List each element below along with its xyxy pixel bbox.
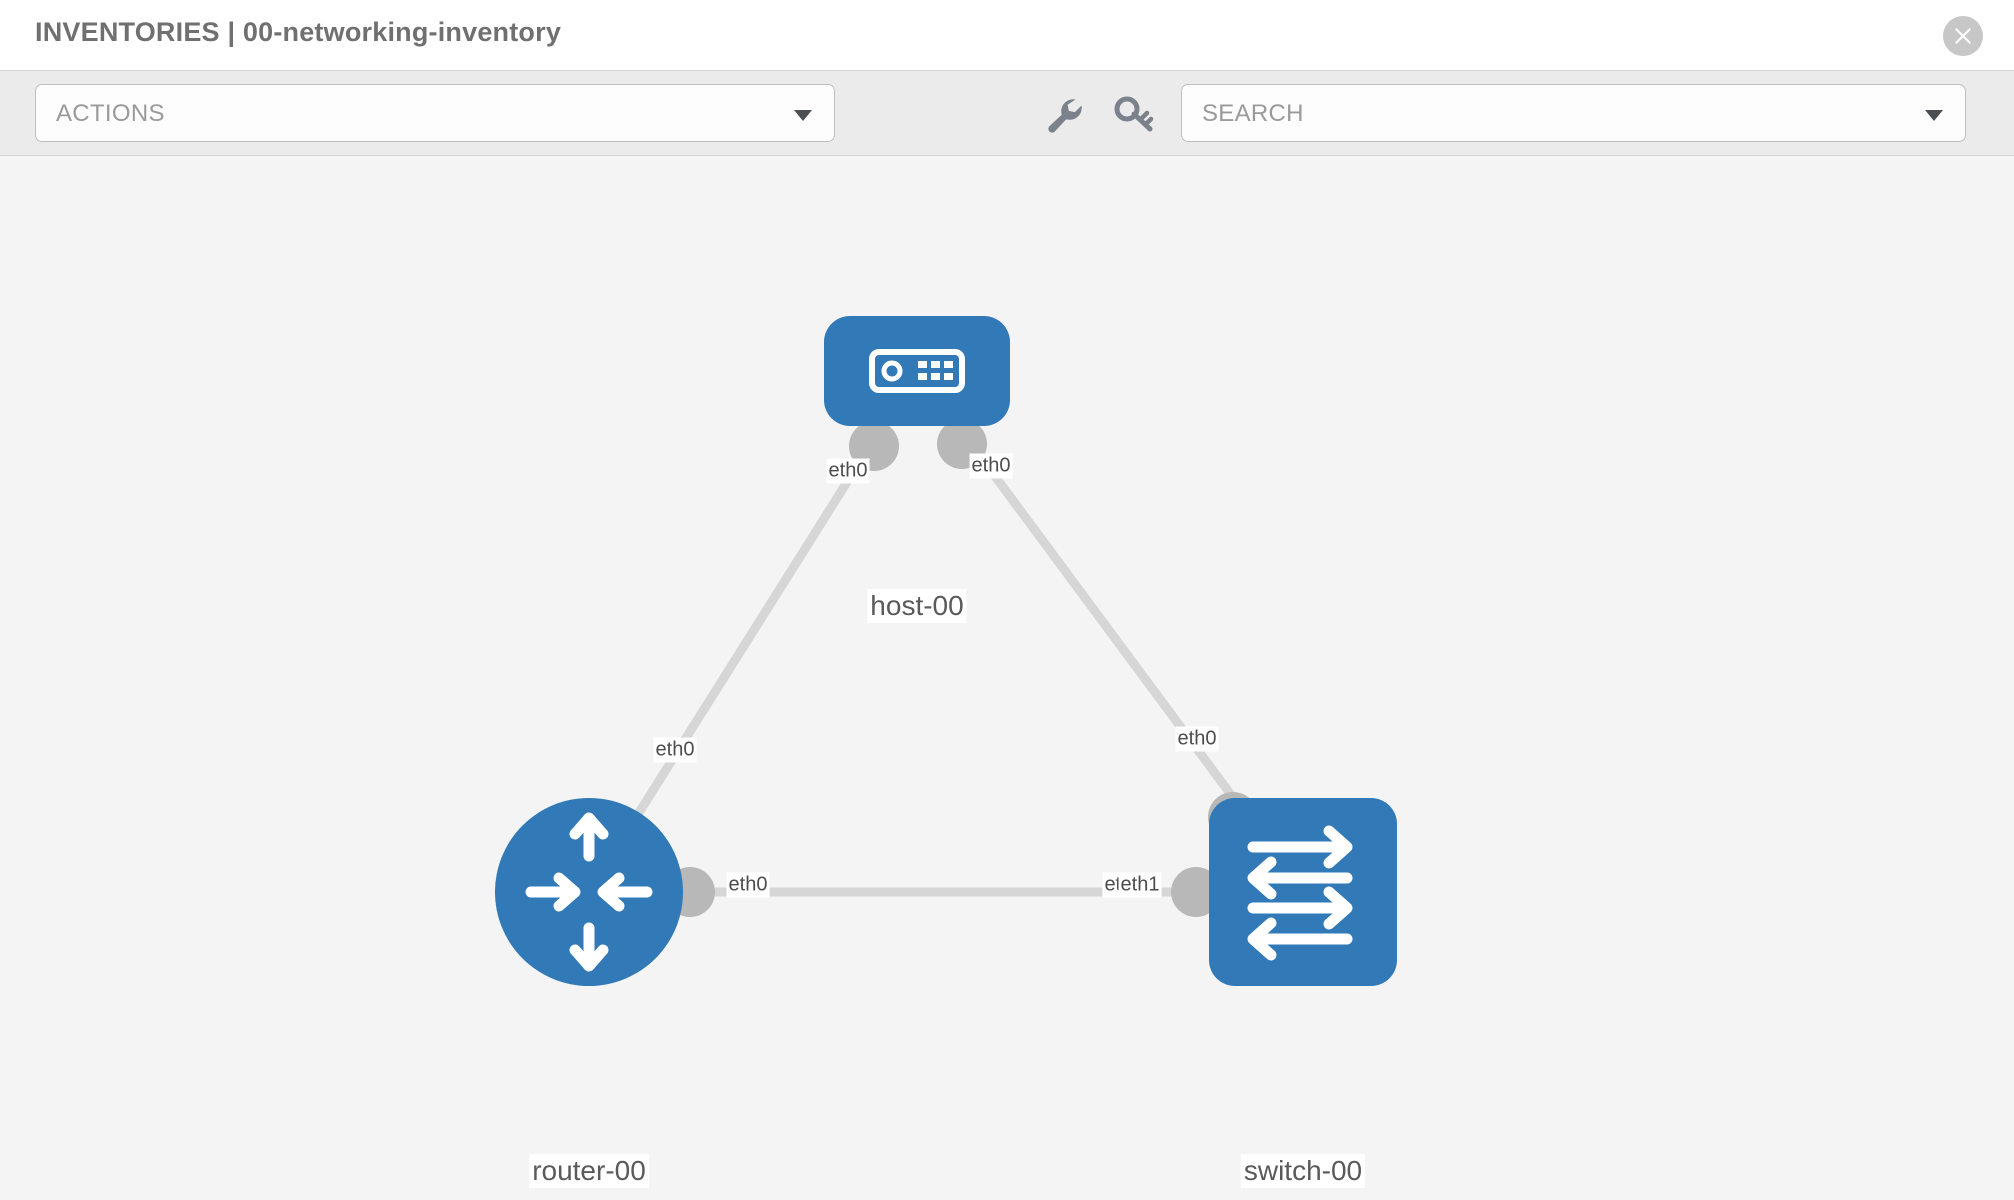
topology-connectors (665, 419, 1258, 917)
wrench-icon[interactable] (1043, 95, 1085, 135)
close-icon[interactable] (1943, 16, 1983, 56)
search-input[interactable]: SEARCH (1181, 84, 1966, 142)
interface-label: eth0 (1175, 726, 1219, 752)
interface-label: eth1 (1118, 872, 1162, 898)
interface-label: eth0 (826, 458, 870, 484)
node-host-00[interactable] (824, 316, 1010, 426)
topology-canvas[interactable]: eth0 eth0 eth0 eth0 eth0 etl eth1 host-0… (0, 156, 2014, 1200)
switch-arrows-icon (1247, 825, 1353, 961)
connector-dot (1171, 867, 1221, 917)
node-switch-00[interactable] (1209, 798, 1397, 986)
chevron-down-icon (794, 110, 812, 121)
chevron-down-icon (1925, 110, 1943, 121)
interface-label: eth0 (726, 872, 770, 898)
interface-label: eth0 (969, 453, 1013, 479)
toolbar: ACTIONS SEARCH (0, 70, 2014, 156)
key-icon[interactable] (1113, 95, 1155, 135)
page-title: INVENTORIES | 00-networking-inventory (35, 17, 562, 47)
server-icon (869, 349, 965, 393)
actions-dropdown-label: ACTIONS (56, 100, 165, 127)
search-placeholder: SEARCH (1202, 100, 1304, 127)
topology-graph (495, 316, 1397, 986)
actions-dropdown[interactable]: ACTIONS (35, 84, 835, 142)
interface-label: eth0 (653, 737, 697, 763)
node-router-00[interactable] (495, 798, 683, 986)
router-arrows-icon (525, 812, 653, 972)
node-label-switch: switch-00 (1240, 1154, 1366, 1188)
node-label-router: router-00 (529, 1154, 649, 1188)
node-label-host: host-00 (867, 589, 967, 623)
page-header: INVENTORIES | 00-networking-inventory (0, 0, 2014, 70)
